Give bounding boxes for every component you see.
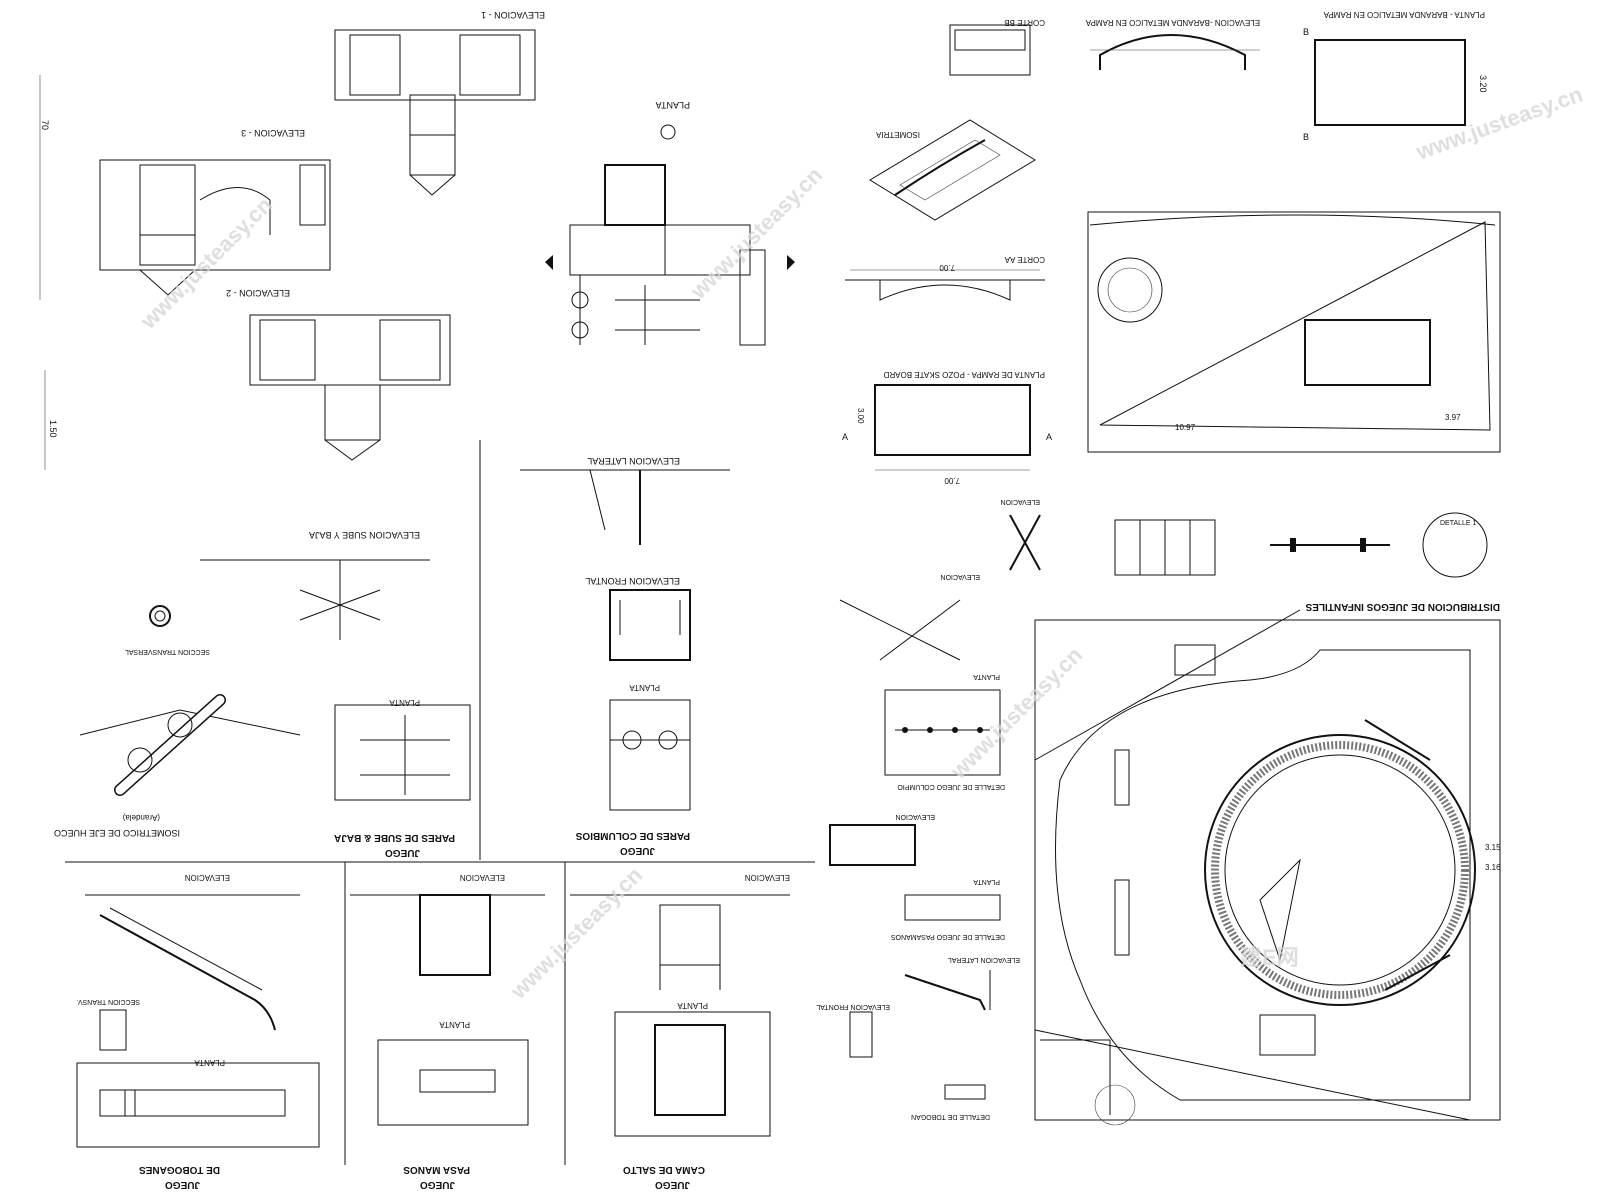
- isometria-block: ISOMETRIA: [869, 119, 1036, 221]
- juego-sube-baja-line1: JUEGO: [385, 847, 420, 858]
- planta-rampa-title: PLANTA DE RAMPA - POZO SKATE BOARD: [883, 370, 1045, 379]
- elev-lateral-title: ELEVACION LATERAL: [587, 456, 680, 466]
- elevacion-2-block: ELEVACION - 2 1.50: [44, 288, 451, 470]
- planta-pasa-title: PLANTA: [439, 1020, 470, 1029]
- elevacion-frontal-r-title: ELEVACION FRONTAL: [816, 1003, 890, 1010]
- marker-a-right: A: [1046, 432, 1052, 442]
- detalle-pasamanos-title: DETALLE DE JUEGO PASAMANOS: [891, 933, 1005, 940]
- juego-toboganes-line2: DE TOBOGANES: [139, 1164, 220, 1175]
- dim-316: 3.16: [1485, 863, 1501, 872]
- juego-columbios-line2: PARES DE COLUMBIOS: [575, 830, 690, 841]
- juego-columbios-line1: JUEGO: [620, 845, 655, 856]
- elevacion-3-block: ELEVACION - 3 70: [39, 75, 331, 300]
- watermark-text: www.justeasy.cn: [1412, 81, 1586, 165]
- seccion-transversal-label: SECCION TRANSVERSAL: [125, 648, 210, 655]
- right-detail-column: ELEVACION PLANTA DETALLE DE JUEGO COLUMP…: [816, 573, 1020, 1120]
- watermark-text: www.justeasy.cn: [135, 192, 277, 334]
- baranda-top-block: CORTE BB ELEVACION -BARANDA METALICO EN …: [949, 10, 1488, 142]
- juego-cama-line1: JUEGO: [655, 1179, 690, 1190]
- isometria-title: ISOMETRIA: [875, 130, 920, 139]
- corte-aa-block: CORTE AA 7.00: [845, 255, 1045, 301]
- dim-300: 3.00: [856, 408, 865, 424]
- corte-bb-title: CORTE BB: [1004, 18, 1045, 27]
- watermark-text: www.justeasy.cn: [685, 162, 827, 304]
- planta-baranda-title: PLANTA - BARANDA METALICO EN RAMPA: [1323, 10, 1485, 19]
- juego-toboganes-line1: JUEGO: [165, 1179, 200, 1190]
- juego-sube-baja-line2: PARES DE SUBE & BAJA: [334, 832, 455, 843]
- distribucion-plan: DISTRIBUCION DE JUEGOS INFANTILES 3.15 3…: [1034, 601, 1501, 1126]
- watermark-text: www.justeasy.cn: [505, 862, 647, 1004]
- dim-700-top: 7.00: [939, 263, 955, 272]
- elevacion-r2-title: ELEVACION: [895, 813, 935, 820]
- arandela-label: (Arandela): [122, 813, 160, 822]
- dim-397: 3.97: [1445, 413, 1461, 422]
- elevacion-2-title: ELEVACION - 2: [226, 288, 290, 298]
- detalle-1-title: DETALLE 1: [1440, 520, 1477, 527]
- elevacion-cama-title: ELEVACION: [745, 873, 790, 882]
- elevacion-r1-title: ELEVACION: [940, 573, 980, 580]
- elevacion-1-block: ELEVACION - 1: [334, 10, 545, 196]
- marker-a-left: A: [842, 432, 848, 442]
- elev-baranda-title: ELEVACION -BARANDA METALICO EN RAMPA: [1085, 18, 1260, 27]
- elev-frontal-title: ELEVACION FRONTAL: [585, 576, 680, 586]
- seccion-trans-label: SECCION TRANSV.: [77, 998, 140, 1005]
- planta-mid-title: PLANTA: [389, 698, 420, 707]
- planta-r1-title: PLANTA: [973, 673, 1000, 680]
- detalles-mid-block: ELEVACION DETALLE 1: [1000, 498, 1488, 578]
- watermark-text: www.justeasy.cn: [945, 642, 1087, 784]
- juego-cama-line2: CAMA DE SALTO: [623, 1164, 705, 1175]
- planta-cama-title: PLANTA: [677, 1001, 708, 1010]
- elevacion-lateral-r-title: ELEVACION LATERAL: [948, 956, 1020, 963]
- marker-b-top: B: [1303, 27, 1309, 37]
- planta-rampa-block: PLANTA DE RAMPA - POZO SKATE BOARD 7.00 …: [842, 370, 1052, 485]
- marker-b-bottom: B: [1303, 132, 1309, 142]
- distribucion-title: DISTRIBUCION DE JUEGOS INFANTILES: [1305, 601, 1500, 612]
- toboganes-block: ELEVACION SECCION TRANSV. PLANTA JUEGO D…: [76, 873, 320, 1190]
- elevacion-1-title: ELEVACION - 1: [481, 10, 545, 20]
- pasa-manos-block: ELEVACION PLANTA JUEGO PASA MANOS: [350, 873, 545, 1190]
- elev-sube-baja-title: ELEVACION SUBE Y BAJA: [309, 530, 420, 540]
- dim-1097: 10.97: [1175, 423, 1196, 432]
- cama-salto-block: ELEVACION PLANTA JUEGO CAMA DE SALTO: [570, 873, 790, 1190]
- elevacion-tob-title: ELEVACION: [185, 873, 230, 882]
- elevacion-pasa-title: ELEVACION: [460, 873, 505, 882]
- corte-aa-title: CORTE AA: [1004, 255, 1045, 264]
- elevacion-3-title: ELEVACION - 3: [241, 128, 305, 138]
- skate-site-plan: 10.97 3.97: [1087, 211, 1501, 453]
- planta-modulo-block: PLANTA: [545, 100, 795, 346]
- dim-700-bottom: 7.00: [944, 476, 960, 485]
- juego-pasa-line2: PASA MANOS: [403, 1164, 470, 1175]
- detalle-tobogan-title: DETALLE DE TOBOGAN: [911, 1113, 990, 1120]
- elevacion-mid-title: ELEVACION: [1000, 498, 1040, 505]
- dim-320: 3.20: [1478, 75, 1488, 93]
- dim-150: 1.50: [48, 420, 58, 438]
- columpios-block: ELEVACION LATERAL ELEVACION FRONTAL PLAN…: [520, 456, 730, 856]
- isometrico-title: ISOMETRICO DE EJE HUECO: [54, 828, 180, 838]
- planta-top-title: PLANTA: [656, 100, 690, 110]
- juego-pasa-line1: JUEGO: [420, 1179, 455, 1190]
- detalle-columpio-title: DETALLE DE JUEGO COLUMPIO: [897, 783, 1005, 790]
- watermark-logo: 建E网: [1240, 945, 1299, 970]
- dim-70: 70: [40, 120, 50, 130]
- planta-col-title: PLANTA: [629, 683, 660, 692]
- planta-r2-title: PLANTA: [973, 878, 1000, 885]
- sube-baja-block: ELEVACION SUBE Y BAJA SECCION TRANSVERSA…: [54, 530, 471, 858]
- dim-315: 3.15: [1485, 843, 1501, 852]
